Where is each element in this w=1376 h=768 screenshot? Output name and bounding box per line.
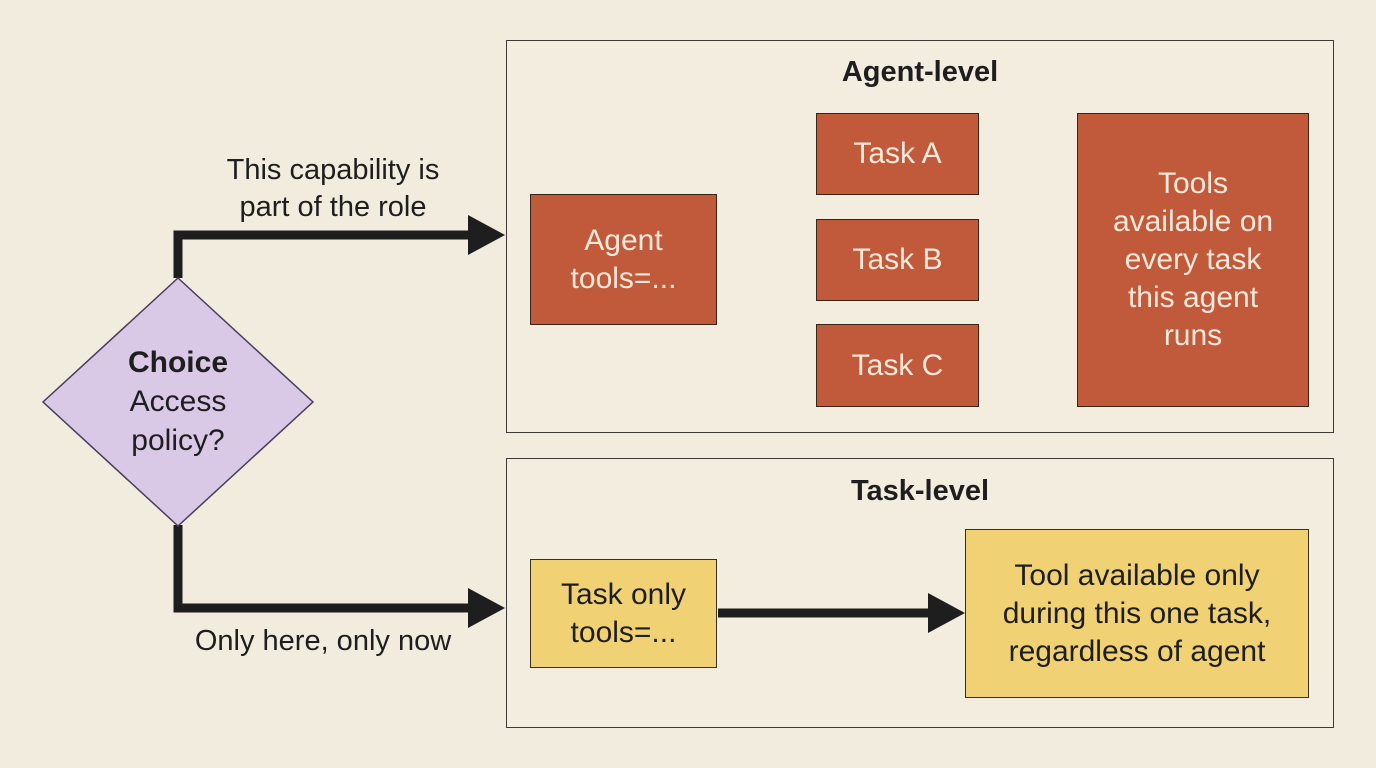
task-c-box[interactable]: Task C (816, 324, 979, 407)
agent-tools-box[interactable]: Agent tools=... (530, 194, 717, 325)
task-only-tools-box[interactable]: Task only tools=... (530, 559, 717, 668)
upper-connector-line (173, 230, 470, 278)
lower-connector-arrowhead (468, 588, 505, 628)
upper-connector-label: This capability is part of the role (226, 154, 440, 223)
task-result-box[interactable]: Tool available only during this one task… (965, 529, 1309, 698)
agent-level-title: Agent-level (841, 56, 999, 88)
agent-result-box[interactable]: Tools available on every task this agent… (1077, 113, 1309, 407)
task-only-tools-label: Task only tools=... (560, 577, 687, 649)
decision-title: Choice (127, 346, 229, 379)
task-b-label: Task B (852, 243, 943, 276)
agent-tools-label: Agent tools=... (570, 223, 677, 295)
agent-result-label: Tools available on every task this agent… (1112, 167, 1274, 352)
lower-connector-label: Only here, only now (194, 625, 452, 657)
decision-label: Choice Access policy? (128, 343, 228, 460)
decision-question: Access policy? (129, 385, 227, 457)
task-a-label: Task A (853, 137, 942, 170)
task-b-box[interactable]: Task B (816, 219, 979, 301)
lower-connector-line (173, 525, 470, 613)
upper-connector-arrowhead (468, 215, 505, 255)
task-c-label: Task C (851, 348, 944, 382)
task-result-label: Tool available only during this one task… (1002, 558, 1272, 668)
task-a-box[interactable]: Task A (816, 113, 979, 195)
task-level-title: Task-level (850, 475, 990, 507)
